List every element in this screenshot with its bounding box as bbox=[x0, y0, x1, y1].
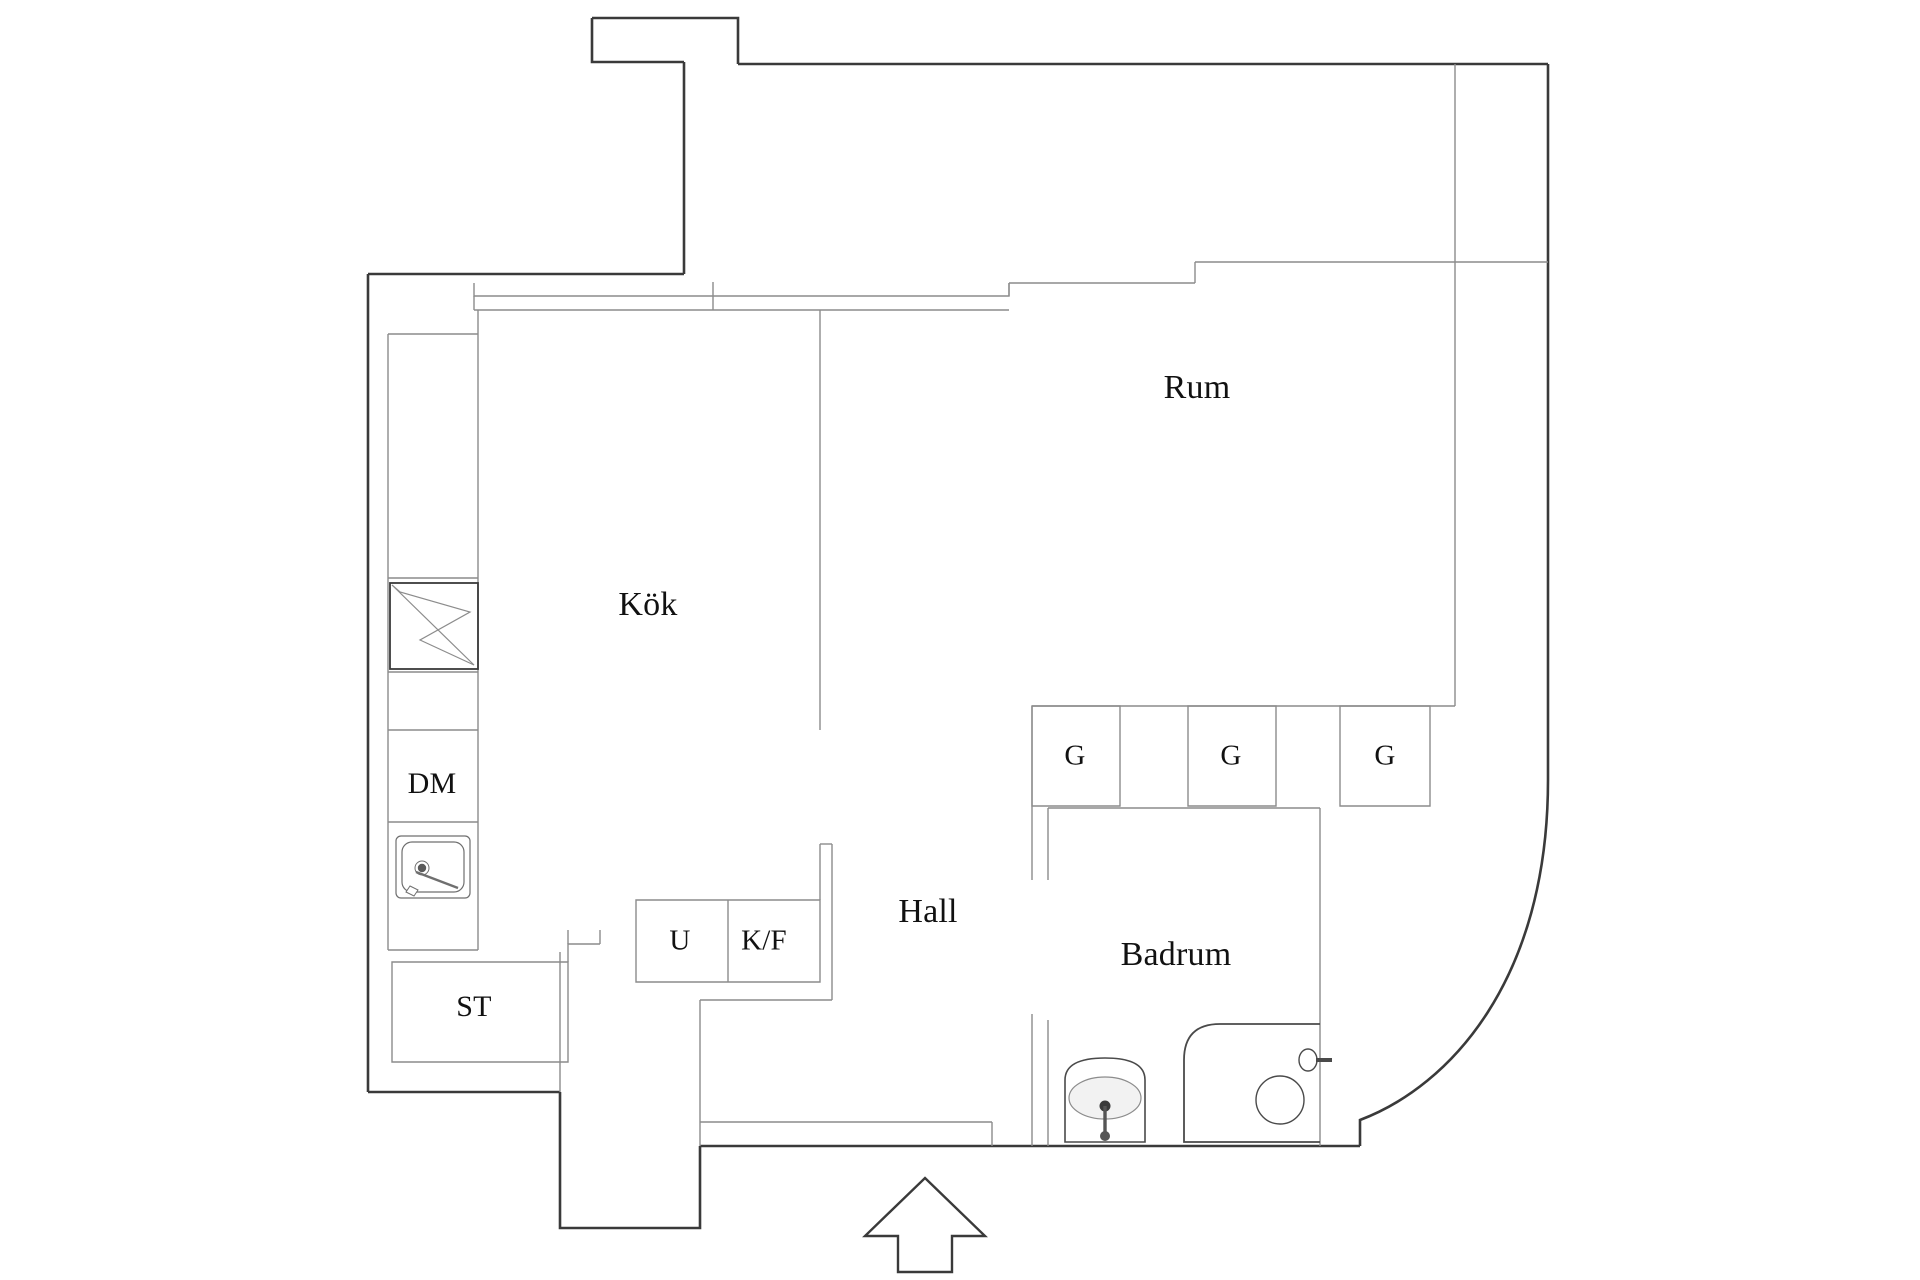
fixture-label-g2: G bbox=[1220, 739, 1242, 772]
kitchen-window-top bbox=[473, 283, 1010, 297]
room-label-rum: Rum bbox=[1163, 369, 1231, 406]
wash-basin-icon bbox=[1064, 1057, 1146, 1143]
wall-top-protrusion bbox=[592, 16, 740, 64]
room-label-badrum: Badrum bbox=[1120, 936, 1232, 973]
kitchen-sink-icon bbox=[395, 835, 471, 899]
fixture-label-g3: G bbox=[1374, 739, 1396, 772]
entrance-arrow-icon bbox=[862, 1176, 988, 1274]
room-label-st: ST bbox=[456, 990, 492, 1023]
room-label-dm: DM bbox=[407, 767, 457, 800]
fixture-label-kf: K/F bbox=[741, 924, 787, 957]
stove-hob-icon bbox=[389, 582, 479, 670]
room-label-kok: Kök bbox=[618, 586, 678, 623]
wall-curve-bottom-right bbox=[1358, 779, 1550, 1146]
wall-bottom-left-step bbox=[558, 1092, 702, 1230]
outer-walls bbox=[366, 16, 1550, 1230]
interior-walls bbox=[387, 64, 1548, 1146]
storage-wall-step bbox=[567, 943, 600, 962]
shower-cabin-icon bbox=[1183, 1023, 1320, 1143]
cabinet-block-u-kf bbox=[635, 899, 821, 983]
fixture-label-g1: G bbox=[1064, 739, 1086, 772]
fixture-label-u: U bbox=[669, 924, 691, 957]
storage-box-st bbox=[391, 961, 569, 1063]
toilet-icon bbox=[1255, 1048, 1332, 1125]
room-label-hall: Hall bbox=[898, 893, 958, 930]
wall-top-protrusion-left bbox=[590, 18, 684, 64]
